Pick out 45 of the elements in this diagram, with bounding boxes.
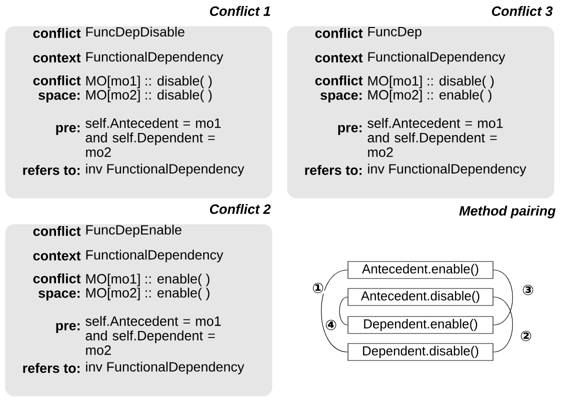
field-value: FunctionalDependency xyxy=(368,52,506,64)
field-label: refers to: xyxy=(305,165,362,175)
field-value: MO[mo2] :: enable( ) xyxy=(86,288,210,300)
field-value: MO[mo1] :: enable( ) xyxy=(86,274,210,286)
field-label: conflict space: xyxy=(33,273,81,301)
method-box: Dependent.enable() xyxy=(348,316,494,334)
connector-arc xyxy=(493,296,513,352)
field-value: MO[mo1] :: disable( ) xyxy=(368,76,494,88)
field-value: inv FunctionalDependency xyxy=(86,362,244,374)
connector-arc xyxy=(493,270,513,326)
field-label: conflict space: xyxy=(315,75,363,103)
field-label: conflict space: xyxy=(33,75,81,103)
field-label: context xyxy=(33,252,81,260)
field-label: conflict xyxy=(33,226,81,236)
field-value: MO[mo1] :: disable( ) xyxy=(86,76,212,88)
panel-heading: Conflict 2 xyxy=(210,204,271,214)
field-value: FuncDepDisable xyxy=(86,26,184,40)
field-value: FuncDep xyxy=(368,26,422,40)
connector-arc xyxy=(339,296,348,326)
edge-label: ② xyxy=(520,330,532,342)
panel-heading: Conflict 1 xyxy=(210,6,270,16)
panel-heading: Conflict 3 xyxy=(492,6,553,16)
field-value: FunctionalDependency xyxy=(86,250,224,262)
field-label: pre: xyxy=(56,322,80,334)
method-box: Dependent.disable() xyxy=(348,343,494,361)
field-value: MO[mo2] :: disable( ) xyxy=(86,90,212,102)
connector-arc xyxy=(321,270,348,352)
field-label: context xyxy=(315,54,363,62)
field-value: FuncDepEnable xyxy=(86,224,182,238)
edge-label: ④ xyxy=(324,319,338,331)
field-label: pre: xyxy=(338,124,362,136)
field-label: refers to: xyxy=(23,165,80,175)
field-value: inv FunctionalDependency xyxy=(368,164,526,176)
field-value: FunctionalDependency xyxy=(86,52,224,64)
field-value: inv FunctionalDependency xyxy=(86,164,244,176)
method-box: Antecedent.enable() xyxy=(348,261,494,279)
field-label: conflict xyxy=(315,28,363,38)
field-label: context xyxy=(33,54,81,62)
field-label: pre: xyxy=(56,124,80,136)
edge-label: ① xyxy=(312,282,324,294)
edge-label: ③ xyxy=(522,284,534,296)
field-label: refers to: xyxy=(23,363,80,373)
field-value: MO[mo2] :: enable( ) xyxy=(368,90,492,102)
field-label: conflict xyxy=(33,28,81,38)
method-box: Antecedent.disable() xyxy=(348,288,494,306)
